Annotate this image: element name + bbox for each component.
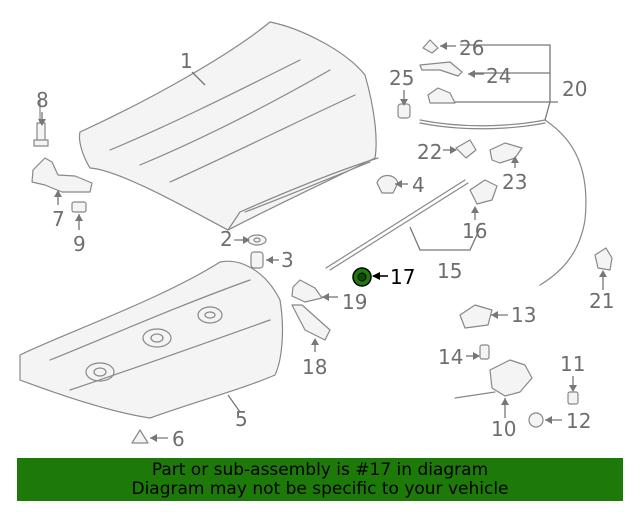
cable-bracket-20 (427, 87, 456, 104)
callout-1: 1 (180, 49, 193, 73)
callout-2: 2 (220, 227, 233, 251)
rod-holder (469, 179, 498, 205)
callout-15: 15 (437, 259, 462, 283)
push-clip (131, 429, 149, 444)
callout-18: 18 (302, 355, 327, 379)
callout-22: 22 (417, 140, 442, 164)
callout-4: 4 (412, 173, 425, 197)
release-cable (419, 119, 587, 286)
callout-17: 17 (390, 265, 415, 289)
cable-clip-26 (422, 39, 439, 54)
latch-bracket-13 (459, 304, 493, 329)
bolt-25 (397, 103, 411, 119)
callout-5: 5 (235, 407, 248, 431)
bumper-stop (250, 251, 264, 269)
hood-support-rod (325, 179, 469, 271)
grommet-22 (455, 139, 477, 159)
bracket-19 (291, 279, 323, 303)
banner-line-1: Part or sub-assembly is #17 in diagram (151, 460, 489, 480)
callout-8: 8 (36, 88, 49, 112)
callout-26: 26 (459, 36, 484, 60)
hinge-nut (71, 201, 87, 213)
info-banner: Part or sub-assembly is #17 in diagram D… (17, 458, 623, 501)
callout-14: 14 (438, 345, 463, 369)
callout-24: 24 (486, 64, 511, 88)
washer (247, 234, 267, 246)
banner-line-2: Diagram may not be specific to your vehi… (131, 479, 509, 499)
hood-bumper (376, 174, 399, 194)
hinge-bolt (33, 122, 49, 147)
hood-insulator (19, 260, 284, 419)
callout-23: 23 (502, 170, 527, 194)
callout-7: 7 (52, 207, 65, 231)
callout-9: 9 (73, 232, 86, 256)
nut-12 (528, 412, 544, 428)
callout-20: 20 (562, 77, 587, 101)
cable-end-21 (594, 247, 613, 271)
callout-25: 25 (389, 66, 414, 90)
hood-panel (78, 21, 379, 231)
bolt-11 (567, 391, 579, 405)
part-17-grommet (352, 267, 372, 287)
callout-16: 16 (462, 219, 487, 243)
bolt-14 (479, 344, 490, 360)
callout-21: 21 (589, 289, 614, 313)
callout-12: 12 (566, 409, 591, 433)
callout-10: 10 (491, 417, 516, 441)
bracket-18 (291, 304, 331, 341)
callout-19: 19 (342, 290, 367, 314)
callout-13: 13 (511, 303, 536, 327)
callout-11: 11 (560, 352, 585, 376)
callout-6: 6 (172, 427, 185, 451)
cable-bracket-24 (419, 61, 463, 77)
callout-3: 3 (281, 248, 294, 272)
hood-latch-10 (454, 359, 533, 399)
